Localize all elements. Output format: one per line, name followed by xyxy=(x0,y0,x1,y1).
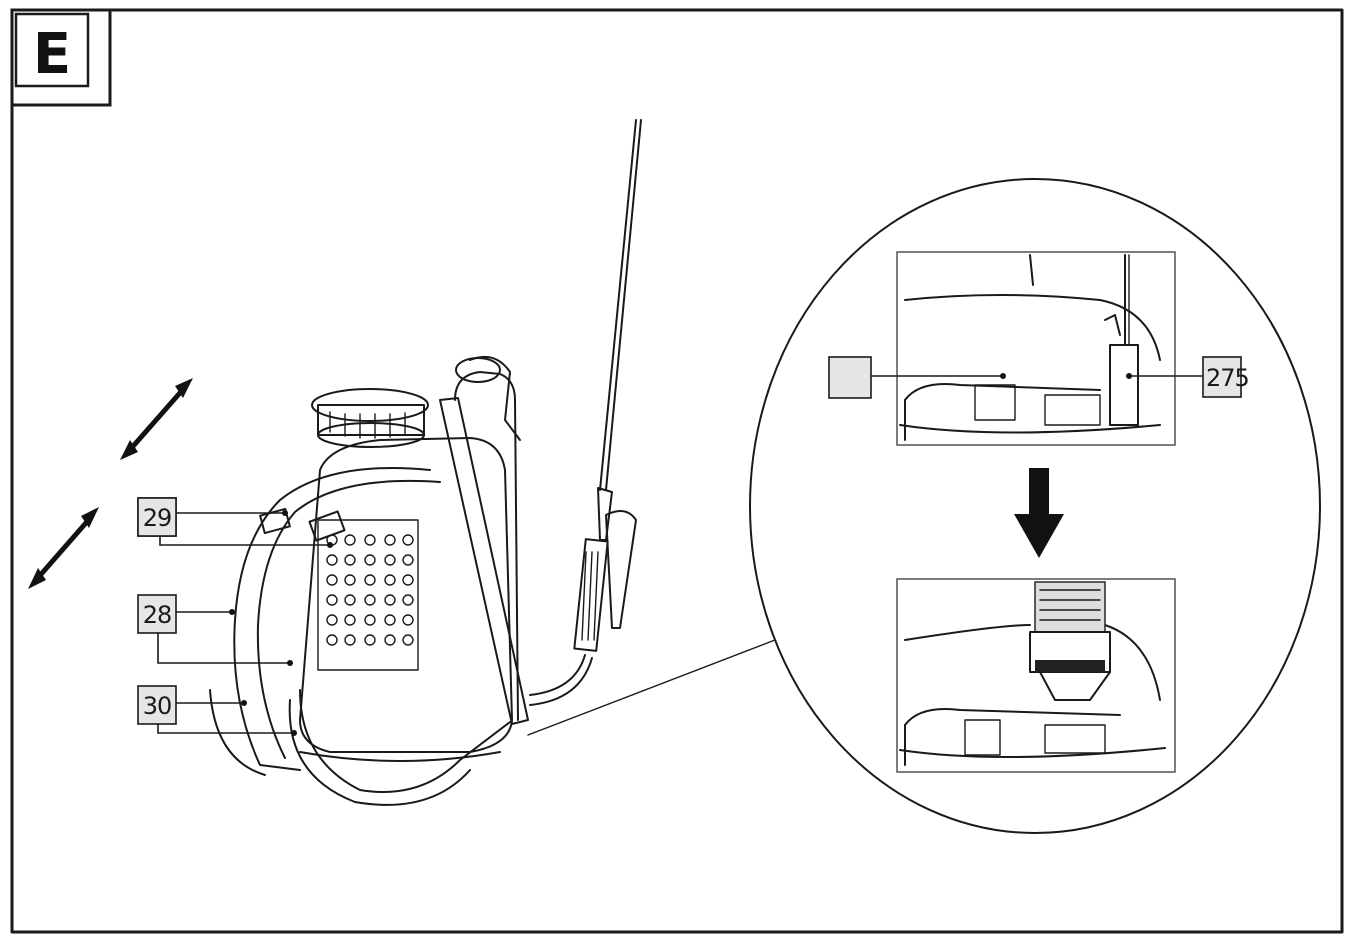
detail-panel-before xyxy=(896,251,1176,446)
part-label-275: 275 xyxy=(1126,356,1250,398)
part-label-30-text: 30 xyxy=(143,692,172,720)
double-arrow-icon xyxy=(120,378,193,460)
section-letter: E xyxy=(33,22,71,87)
down-arrow-icon xyxy=(1014,468,1064,558)
detail-connector xyxy=(527,639,776,736)
part-label-29-text: 29 xyxy=(143,504,172,532)
detail-circle xyxy=(749,178,1321,834)
part-label-detail-left xyxy=(828,356,1006,399)
section-tag: E xyxy=(10,8,112,107)
figure-frame xyxy=(10,8,1344,934)
part-label-28-text: 28 xyxy=(143,601,172,629)
part-label-30: 30 xyxy=(137,685,297,736)
part-label-275-text: 275 xyxy=(1206,364,1249,392)
double-arrow-icon xyxy=(28,507,99,589)
part-label-29: 29 xyxy=(137,497,333,548)
detail-panel-after xyxy=(896,578,1176,773)
sprayer-illustration xyxy=(209,119,642,806)
part-label-28: 28 xyxy=(137,594,293,666)
